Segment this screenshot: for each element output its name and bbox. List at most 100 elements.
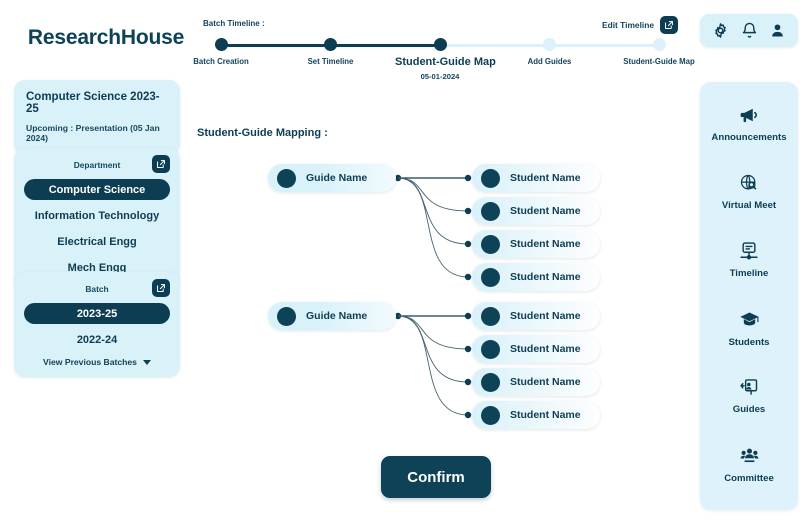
- mapping-edges: [394, 174, 472, 419]
- student-node-label: Student Name: [510, 238, 581, 250]
- edit-timeline-button[interactable]: Edit Timeline: [602, 16, 678, 34]
- megaphone-icon: [739, 105, 759, 125]
- batch-card-header: Batch: [24, 279, 170, 298]
- student-node[interactable]: Student Name: [472, 197, 600, 225]
- mapping-edge: [397, 315, 469, 383]
- guide-node[interactable]: Guide Name: [268, 164, 396, 192]
- student-node-label: Student Name: [510, 310, 581, 322]
- stepper-dot-5[interactable]: [652, 38, 666, 51]
- stepper-step-5[interactable]: Student-Guide Map: [614, 36, 704, 66]
- batch-option-2023-25[interactable]: 2023-25: [24, 303, 170, 324]
- batch-card: Batch 2023-25 2022-24 View Previous Batc…: [14, 272, 180, 377]
- top-icon-bar: [700, 14, 798, 47]
- avatar-circle-icon: [277, 306, 296, 326]
- stepper-dot-3[interactable]: [433, 38, 447, 51]
- nav-item-committee[interactable]: Committee: [700, 436, 798, 492]
- guide-node-label: Guide Name: [306, 172, 368, 184]
- student-node[interactable]: Student Name: [472, 263, 600, 291]
- nav-item-label: Guides: [732, 404, 766, 415]
- avatar-circle-icon: [481, 201, 500, 221]
- student-connector-dot: [464, 174, 472, 182]
- batch-info-card: Computer Science 2023-25 Upcoming : Pres…: [14, 80, 180, 155]
- student-node-label: Student Name: [510, 271, 581, 283]
- edit-department-button[interactable]: [152, 155, 170, 173]
- guide-node-label: Guide Name: [306, 310, 368, 322]
- avatar-circle-icon: [481, 168, 500, 188]
- student-connector-dot: [464, 378, 472, 386]
- batch-info-subtitle: Upcoming : Presentation (05 Jan 2024): [26, 123, 160, 143]
- avatar-circle-icon: [481, 339, 500, 359]
- student-node[interactable]: Student Name: [472, 335, 600, 363]
- department-option-electrical-engg[interactable]: Electrical Engg: [57, 235, 137, 248]
- user-icon[interactable]: [769, 22, 786, 39]
- avatar-circle-icon: [277, 168, 296, 188]
- confirm-button[interactable]: Confirm: [381, 456, 491, 498]
- stepper-dot-4[interactable]: [543, 38, 556, 51]
- student-node[interactable]: Student Name: [472, 302, 600, 330]
- batch-timeline-label: Batch Timeline :: [203, 19, 265, 28]
- guide-node[interactable]: Guide Name: [268, 302, 396, 330]
- stepper-dot-2[interactable]: [324, 38, 337, 51]
- mapping-section-title: Student-Guide Mapping :: [197, 127, 328, 139]
- stepper-label-4: Add Guides: [527, 57, 572, 66]
- mapping-edge: [397, 177, 469, 212]
- student-node[interactable]: Student Name: [472, 401, 600, 429]
- edit-batch-button[interactable]: [152, 279, 170, 297]
- student-connector-dot: [464, 273, 472, 281]
- nav-item-timeline[interactable]: Timeline: [700, 232, 798, 288]
- gear-icon[interactable]: [712, 22, 729, 39]
- stepper-step-4[interactable]: Add Guides: [505, 36, 595, 66]
- globe-search-icon: [739, 173, 759, 193]
- student-node[interactable]: Student Name: [472, 230, 600, 258]
- student-connector-dot: [464, 207, 472, 215]
- student-node-label: Student Name: [510, 409, 581, 421]
- student-connector-dot: [464, 345, 472, 353]
- student-node-label: Student Name: [510, 343, 581, 355]
- edit-timeline-icon-button[interactable]: [660, 16, 678, 34]
- edit-square-icon: [665, 21, 673, 29]
- people-group-icon: [739, 445, 760, 466]
- timeline-icon: [739, 241, 759, 261]
- stepper-step-2[interactable]: Set Timeline: [286, 36, 376, 66]
- nav-item-announcements[interactable]: Announcements: [700, 96, 798, 152]
- student-node-label: Student Name: [510, 205, 581, 217]
- presenter-icon: [739, 377, 759, 397]
- avatar-circle-icon: [481, 306, 500, 326]
- avatar-circle-icon: [481, 372, 500, 392]
- department-option-mech-engg[interactable]: Mech Engg: [67, 261, 127, 274]
- department-card-header: Department: [24, 155, 170, 174]
- stepper-label-5: Student-Guide Map: [623, 57, 695, 66]
- bell-icon[interactable]: [741, 22, 758, 39]
- stepper-step-1[interactable]: Batch Creation: [176, 36, 266, 66]
- nav-item-virtual-meet[interactable]: Virtual Meet: [700, 164, 798, 220]
- stepper-label-3: Student-Guide Map: [395, 56, 496, 68]
- edit-square-icon: [157, 160, 165, 168]
- view-previous-batches-button[interactable]: View Previous Batches: [24, 357, 170, 367]
- graduation-cap-icon: [739, 309, 760, 330]
- edit-square-icon: [157, 284, 165, 292]
- nav-item-label: Announcements: [711, 132, 787, 143]
- stepper-label-2: Set Timeline: [307, 57, 354, 66]
- chevron-down-icon: [142, 359, 151, 365]
- stepper-label-1: Batch Creation: [193, 57, 249, 66]
- department-option-information-technology[interactable]: Information Technology: [34, 209, 160, 222]
- nav-item-label: Students: [728, 336, 770, 348]
- department-option-computer-science[interactable]: Computer Science: [24, 179, 170, 200]
- batch-timeline-stepper: Batch Creation Set Timeline Student-Guide …: [193, 36, 695, 82]
- nav-item-students[interactable]: Students: [700, 300, 798, 356]
- nav-item-guides[interactable]: Guides: [700, 368, 798, 424]
- avatar-circle-icon: [481, 267, 500, 287]
- batch-option-2022-24[interactable]: 2022-24: [76, 333, 118, 346]
- student-node[interactable]: Student Name: [472, 368, 600, 396]
- stepper-dot-1[interactable]: [214, 38, 228, 51]
- student-connector-dot: [464, 411, 472, 419]
- mapping-edge: [397, 315, 469, 416]
- student-node-label: Student Name: [510, 172, 581, 184]
- brand-logo: ResearchHouse: [27, 26, 185, 49]
- avatar-circle-icon: [481, 234, 500, 254]
- student-node[interactable]: Student Name: [472, 164, 600, 192]
- avatar-circle-icon: [481, 405, 500, 425]
